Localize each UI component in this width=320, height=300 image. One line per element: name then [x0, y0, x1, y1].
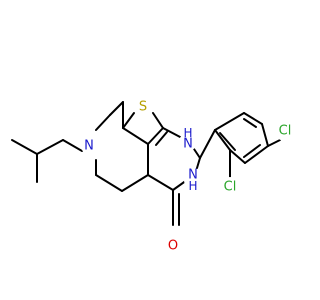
bond [36, 139, 64, 155]
bond [95, 174, 123, 192]
bond [214, 129, 231, 151]
bond [121, 174, 149, 192]
bond [214, 112, 245, 131]
atom-labels: N S H N N H O Cl Cl [81, 99, 295, 254]
bond [122, 127, 149, 145]
nitrogen-atom-label: N [84, 139, 94, 154]
bond [155, 131, 168, 146]
bond [152, 112, 164, 129]
bond [196, 157, 201, 169]
bond [267, 139, 281, 147]
bond [243, 144, 261, 158]
bond [122, 112, 135, 129]
bond [95, 114, 111, 131]
bond [243, 112, 263, 125]
bond [62, 139, 83, 152]
bond [229, 149, 246, 164]
upper-n-label: N [183, 137, 193, 152]
molecule-structure-diagram: N S H N N H O Cl Cl [11, 99, 295, 254]
bond [261, 123, 269, 147]
bond [199, 129, 216, 159]
oxygen-atom-label: O [168, 239, 178, 254]
upper-nh-label: H [183, 126, 192, 140]
chlorine-ortho-label: Cl [224, 180, 237, 195]
bond-lines [11, 101, 281, 226]
lower-nh-label: H [188, 179, 197, 193]
sulfur-atom-label: S [139, 100, 147, 115]
bond [219, 132, 236, 151]
bond [147, 127, 164, 145]
bond [162, 127, 183, 139]
bond [11, 139, 38, 155]
bond [193, 148, 201, 159]
bond [109, 101, 124, 116]
bond [243, 118, 257, 128]
bond [147, 174, 174, 191]
chlorine-para-label: Cl [279, 124, 292, 139]
bond [244, 145, 269, 164]
lower-n-label: N [188, 168, 198, 183]
